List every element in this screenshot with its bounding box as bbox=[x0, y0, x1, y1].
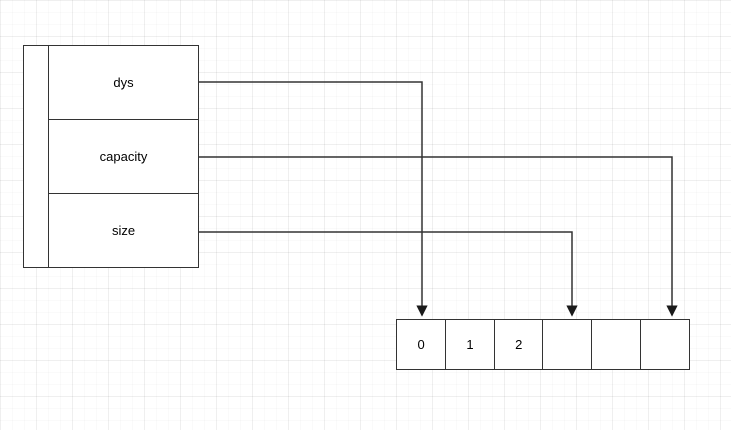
array-cell-5[interactable] bbox=[639, 319, 691, 370]
array-cell-4[interactable] bbox=[591, 319, 642, 370]
array-cell-label: 1 bbox=[466, 337, 474, 352]
struct-field-label: dys bbox=[113, 75, 134, 90]
array-cell-label: 0 bbox=[417, 337, 425, 352]
struct-field-dys[interactable]: dys bbox=[49, 46, 198, 120]
connector-size-to-cell3[interactable] bbox=[199, 231, 578, 317]
array-box: 0 1 2 bbox=[396, 319, 691, 370]
connector-capacity-to-cell5[interactable] bbox=[199, 156, 678, 317]
array-cell-2[interactable]: 2 bbox=[493, 319, 544, 370]
connector-dys-to-cell0[interactable] bbox=[199, 81, 428, 317]
struct-spine-cell[interactable] bbox=[24, 46, 49, 267]
struct-field-size[interactable]: size bbox=[49, 194, 198, 267]
array-cell-1[interactable]: 1 bbox=[444, 319, 496, 370]
struct-fields: dys capacity size bbox=[49, 46, 198, 267]
array-cell-label: 2 bbox=[515, 337, 523, 352]
array-cell-3[interactable] bbox=[542, 319, 593, 370]
struct-field-capacity[interactable]: capacity bbox=[49, 120, 198, 194]
array-cell-0[interactable]: 0 bbox=[396, 319, 447, 370]
struct-field-label: size bbox=[111, 223, 136, 238]
struct-field-label: capacity bbox=[99, 149, 148, 164]
struct-box[interactable]: dys capacity size bbox=[23, 45, 199, 268]
